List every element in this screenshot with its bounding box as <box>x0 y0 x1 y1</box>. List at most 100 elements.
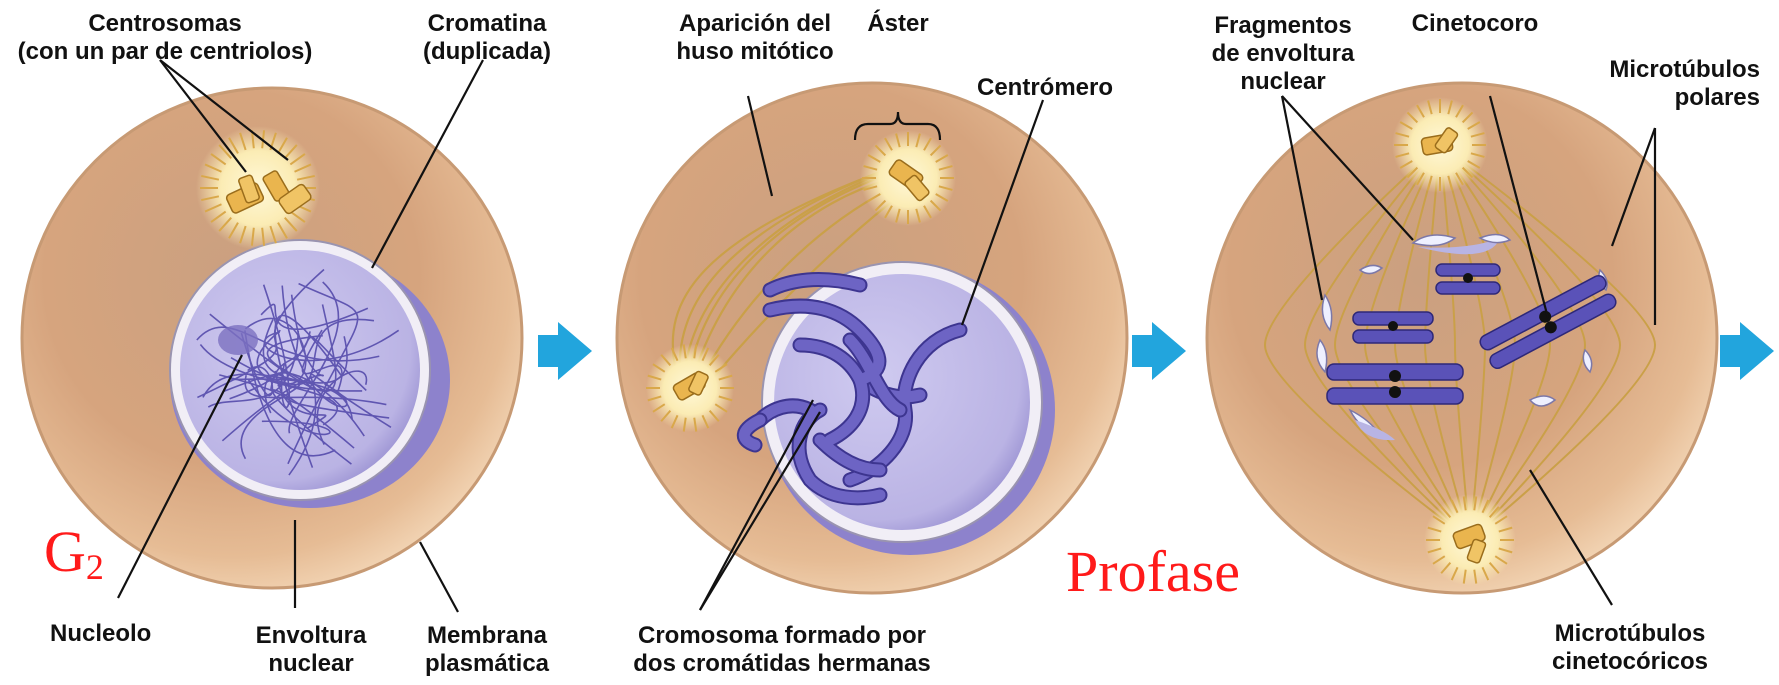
cell-prophase-early <box>615 81 1129 611</box>
aster-ray <box>867 193 881 202</box>
aster-ray <box>1427 100 1433 115</box>
chromatin-strand <box>197 268 325 399</box>
arrow-right-icon-2 <box>1132 322 1186 380</box>
label-aster: Áster <box>867 10 929 37</box>
chromosomes-with-kinetochores <box>1326 263 1617 405</box>
aster-ray <box>895 133 901 148</box>
leader-lines-cell1 <box>117 59 484 613</box>
spindle-microtubule <box>1333 144 1471 541</box>
aster-ray <box>1461 111 1474 124</box>
aster-ray <box>923 205 932 219</box>
spindle-microtubule <box>1423 144 1471 541</box>
leader-lines-cell3 <box>1280 95 1657 606</box>
aster-ray <box>296 174 315 181</box>
aster-ray <box>718 395 733 402</box>
aster-ray <box>1432 515 1446 525</box>
label-centromero: Centrómero <box>976 74 1114 101</box>
stage-label-g2: G2 <box>44 519 104 588</box>
aster-ray <box>284 144 298 159</box>
aster-ray <box>269 225 277 244</box>
aster-ray <box>929 144 942 157</box>
centriole-pole-top <box>1420 127 1459 156</box>
aster-ray <box>867 154 881 163</box>
aster-ray <box>289 210 306 223</box>
chromatin-strand <box>274 370 327 429</box>
aster-ray <box>1399 121 1413 130</box>
aster-ray <box>1416 172 1425 186</box>
aster-ray <box>201 174 220 181</box>
aster-ray <box>250 227 255 246</box>
aster-ray <box>1488 506 1500 518</box>
aster-ray <box>714 403 728 413</box>
aster-ray <box>1455 172 1464 186</box>
chromatin-strand <box>222 373 286 393</box>
aster-ray <box>239 225 247 244</box>
centriole-aster-left <box>672 370 709 401</box>
aster-ray <box>284 217 298 232</box>
centriole-aster-top <box>888 159 930 202</box>
aster-ray <box>1395 132 1410 138</box>
spindle-microtubule <box>1439 144 1471 541</box>
chromatin-strand <box>281 285 348 408</box>
chromatin-strand <box>316 370 368 445</box>
aster-ray <box>289 153 306 166</box>
aster-ray <box>218 144 232 159</box>
nucleolus <box>218 325 258 355</box>
aster-ray <box>204 203 222 213</box>
aster-ray <box>1432 555 1446 565</box>
aster-ray <box>1427 526 1442 533</box>
aster-ray <box>1427 175 1433 190</box>
chromatin-strand <box>260 303 369 331</box>
nuclear-envelope-fragments <box>1316 233 1608 441</box>
chromatin-strand <box>231 378 301 460</box>
aster-ray <box>863 165 878 171</box>
arrow-right-icon-3 <box>1720 322 1774 380</box>
aster-ray <box>1462 569 1467 584</box>
aster-ray <box>218 217 232 232</box>
chromatin-strand <box>244 330 336 457</box>
chromatin-strand <box>196 326 380 362</box>
chromatin-strand <box>199 344 338 426</box>
polar-microtubules <box>1263 144 1657 541</box>
aster-ray <box>1450 566 1459 581</box>
chromatin <box>196 268 400 476</box>
aster-ray <box>1494 515 1508 525</box>
aster-ray <box>1467 121 1481 130</box>
plasma-membrane-cell3 <box>1207 83 1717 593</box>
spindle-microtubule <box>1263 144 1471 541</box>
aster-ray <box>708 354 720 366</box>
chromatin-strand <box>288 281 340 434</box>
aster-ray <box>1406 166 1419 179</box>
aster-ray <box>701 414 710 429</box>
aster-ray <box>1450 499 1459 514</box>
aster-ray <box>938 185 953 191</box>
aster-ray <box>294 163 312 173</box>
aster-ray <box>1462 496 1467 511</box>
aster-ray <box>1440 506 1452 518</box>
aster-ray <box>714 363 728 373</box>
aster-bracket <box>853 111 942 141</box>
aster-ray <box>1447 175 1453 190</box>
aster-ray <box>1498 547 1513 554</box>
aster-ray <box>210 210 227 223</box>
aster-ray <box>1427 547 1442 554</box>
aster-ray <box>277 222 288 239</box>
spindle-microtubule <box>1363 144 1471 541</box>
aster-ray <box>923 137 932 151</box>
spindle-microtubule <box>1439 144 1587 541</box>
chromatin-strand <box>247 379 331 436</box>
aster-ray <box>228 137 239 154</box>
aster-ray <box>1481 499 1490 514</box>
chromatin-strand <box>209 304 337 392</box>
aster-ray <box>204 163 222 173</box>
spindle-microtubule <box>1439 144 1552 541</box>
centriole-pair-2 <box>262 170 312 215</box>
aster-ray <box>895 208 901 223</box>
leader-lines-cell2 <box>699 95 1045 611</box>
aster-ray <box>1447 100 1453 115</box>
aster-ray <box>1455 104 1464 118</box>
